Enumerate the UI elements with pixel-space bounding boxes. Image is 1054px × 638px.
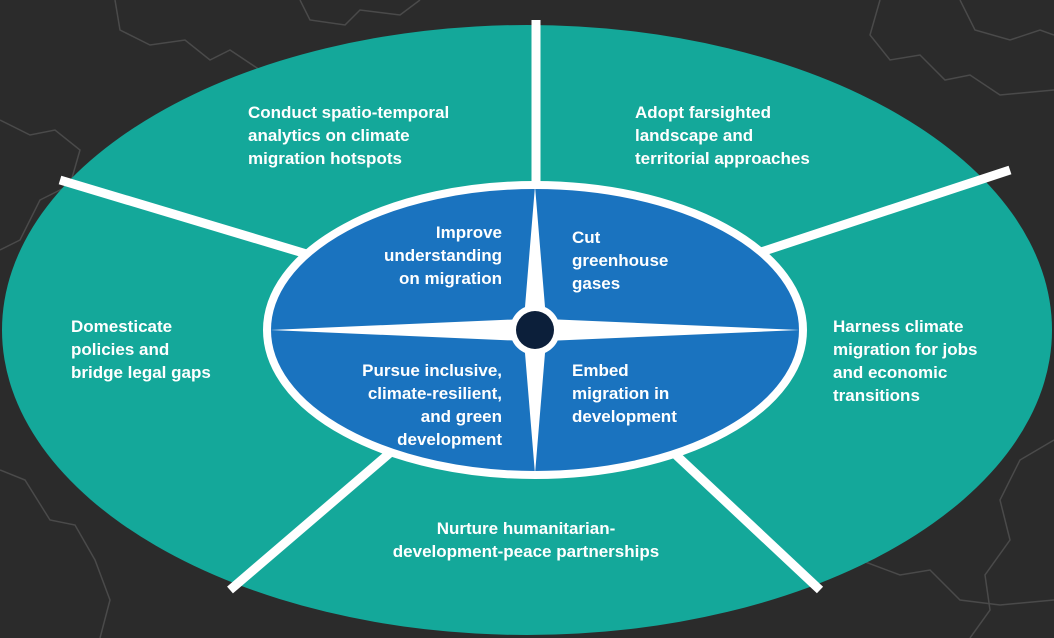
map-border-line (859, 559, 1054, 606)
divider-upper-left (58, 175, 312, 260)
action-nurture-partnerships: Nurture humanitarian- development-peace … (392, 519, 660, 561)
divider-upper-right (750, 165, 1012, 260)
action-domesticate-policies: Domesticate policies and bridge legal ga… (71, 317, 211, 382)
goal-cut-greenhouse-gases: Cut greenhouse gases (572, 228, 669, 293)
action-farsighted-approaches: Adopt farsighted landscape and territori… (635, 103, 810, 168)
map-border-line (299, 0, 421, 26)
map-border-line (114, 0, 261, 71)
map-border-line (0, 469, 111, 638)
map-border-line (0, 119, 81, 251)
divider-lower-left (227, 436, 408, 594)
action-harness-climate-migration: Harness climate migration for jobs and e… (833, 317, 978, 405)
divider-lower-right (656, 436, 824, 594)
action-spatio-temporal-analytics: Conduct spatio-temporal analytics on cli… (248, 103, 450, 168)
map-border-line (959, 0, 1054, 41)
center-dot (516, 311, 554, 349)
goal-improve-understanding: Improve understanding on migration (383, 223, 502, 288)
map-border-line (869, 0, 1054, 96)
goal-embed-migration: Embed migration in development (572, 361, 677, 426)
map-border-line (969, 439, 1054, 638)
outer-dividers (58, 20, 1012, 594)
goal-pursue-inclusive-development: Pursue inclusive, climate-resilient, and… (362, 361, 502, 449)
